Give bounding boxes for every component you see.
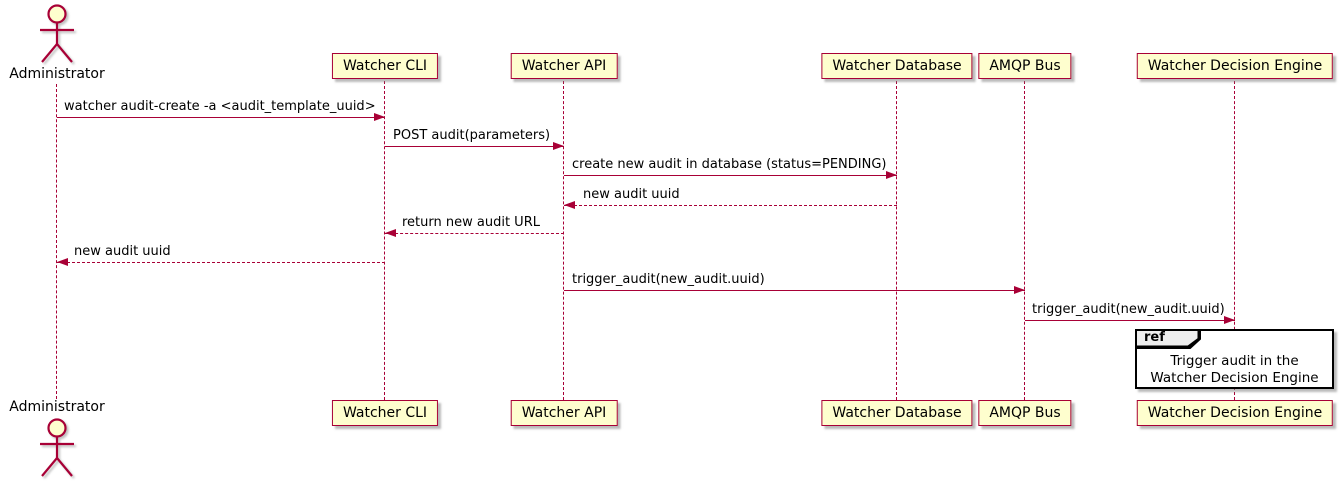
participant-watcher-decision-engine-bottom: Watcher Decision Engine — [1136, 400, 1334, 426]
message-line — [385, 233, 564, 234]
message-label-create-audit-db: create new audit in database (status=PEN… — [572, 157, 887, 172]
arrowhead-icon — [1014, 286, 1025, 294]
message-label-audit-create: watcher audit-create -a <audit_template_… — [64, 99, 376, 114]
lifeline-watcher-api — [563, 81, 564, 400]
arrowhead-icon — [553, 142, 564, 150]
message-line — [57, 262, 385, 263]
participant-amqp-bus-top: AMQP Bus — [978, 53, 1072, 79]
message-label-post-audit: POST audit(parameters) — [393, 128, 551, 143]
participant-watcher-cli-bottom: Watcher CLI — [331, 400, 439, 426]
lifeline-watcher-cli — [384, 81, 385, 400]
ref-fragment: ref Trigger audit in the Watcher Decisio… — [1135, 329, 1334, 389]
message-line — [564, 205, 897, 206]
arrowhead-icon — [564, 201, 575, 209]
participant-watcher-api-top: Watcher API — [510, 53, 618, 79]
message-line — [57, 117, 385, 118]
actor-administrator-label-bottom: Administrator — [9, 399, 105, 415]
actor-icon — [40, 418, 74, 477]
ref-text-line1: Trigger audit in the — [1170, 353, 1299, 369]
lifeline-administrator — [56, 84, 57, 399]
lifeline-watcher-database — [896, 81, 897, 400]
message-label-trigger-audit-api: trigger_audit(new_audit.uuid) — [572, 272, 765, 287]
ref-text-line2: Watcher Decision Engine — [1150, 370, 1319, 386]
actor-administrator-label-top: Administrator — [9, 66, 105, 82]
lifeline-amqp-bus — [1024, 81, 1025, 400]
message-label-trigger-audit-amqp: trigger_audit(new_audit.uuid) — [1032, 302, 1225, 317]
message-label-return-audit-url: return new audit URL — [402, 215, 540, 230]
lifeline-watcher-decision-engine — [1234, 81, 1235, 400]
participant-watcher-decision-engine-top: Watcher Decision Engine — [1136, 53, 1334, 79]
message-line — [1025, 320, 1235, 321]
participant-watcher-database-bottom: Watcher Database — [821, 400, 973, 426]
arrowhead-icon — [385, 229, 396, 237]
participant-watcher-api-bottom: Watcher API — [510, 400, 618, 426]
ref-keyword: ref — [1144, 330, 1165, 345]
ref-text: Trigger audit in the Watcher Decision En… — [1137, 353, 1332, 387]
arrowhead-icon — [374, 113, 385, 121]
message-label-new-audit-uuid-db: new audit uuid — [583, 187, 680, 202]
message-line — [564, 290, 1025, 291]
arrowhead-icon — [1224, 316, 1235, 324]
participant-watcher-cli-top: Watcher CLI — [331, 53, 439, 79]
message-line — [564, 175, 897, 176]
participant-watcher-database-top: Watcher Database — [821, 53, 973, 79]
arrowhead-icon — [57, 258, 68, 266]
message-label-new-audit-uuid-cli: new audit uuid — [74, 244, 171, 259]
arrowhead-icon — [886, 171, 897, 179]
actor-icon — [40, 4, 74, 63]
participant-amqp-bus-bottom: AMQP Bus — [978, 400, 1072, 426]
message-line — [385, 146, 564, 147]
ref-tab-icon: ref — [1135, 329, 1201, 349]
